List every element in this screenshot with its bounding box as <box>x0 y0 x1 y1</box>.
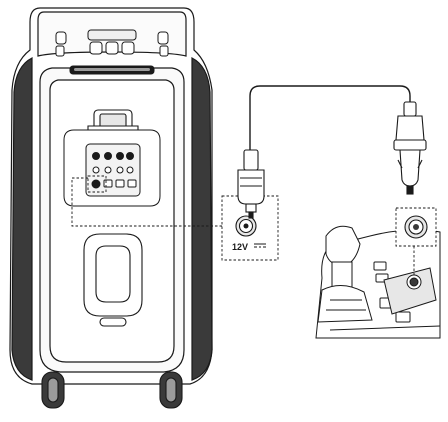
console-tray <box>383 267 437 315</box>
car-console <box>315 225 441 339</box>
console-switch-4 <box>395 311 411 323</box>
wheel-left-hub <box>47 377 59 403</box>
callout-speaker <box>71 175 222 227</box>
recess-inner <box>95 245 131 303</box>
control-button-2 <box>105 41 119 55</box>
io-port-3 <box>127 179 137 188</box>
dc-plug-strain-relief <box>243 149 259 171</box>
io-jack-2 <box>104 152 112 160</box>
io-jack-6 <box>104 166 112 174</box>
io-jack-8 <box>126 166 134 174</box>
right-side-grille <box>191 57 213 381</box>
top-control-panel <box>55 29 169 75</box>
console-switch-1 <box>373 261 387 271</box>
car-socket-pin <box>413 224 419 230</box>
callout-box-small <box>87 175 107 193</box>
control-button-3 <box>121 41 135 55</box>
speaker-wheels <box>41 371 183 409</box>
car-plug-spring-right <box>417 159 423 169</box>
control-button-tiny-right <box>159 45 169 57</box>
io-port-2 <box>115 179 125 188</box>
io-jack-5 <box>92 166 100 174</box>
power-input-callout: 12V <box>221 195 279 261</box>
power-input-jack <box>91 179 101 189</box>
io-panel <box>63 129 161 207</box>
io-jack-1 <box>92 152 100 160</box>
gear-shift-boot <box>317 285 373 323</box>
power-voltage-label: 12V <box>232 242 248 252</box>
io-port-1 <box>103 179 113 188</box>
console-socket-inner <box>409 277 419 287</box>
car-plug-strain-relief <box>403 101 417 117</box>
dc-plug-body <box>237 169 265 205</box>
control-button-left <box>55 31 67 45</box>
dc-plug-tip <box>245 203 257 213</box>
dc-symbol-icon <box>254 243 266 248</box>
car-plug-spring-left <box>397 159 403 169</box>
lower-handle-recess <box>83 233 143 327</box>
dc-plug-pin <box>248 211 254 219</box>
light-bar-highlight <box>74 68 150 71</box>
control-button-tiny-left <box>55 45 65 57</box>
car-plug-barrel <box>399 149 421 187</box>
cable-wire <box>249 85 411 150</box>
cable-wire-inner <box>252 88 408 150</box>
power-input-socket-pin <box>243 223 249 229</box>
dc-power-cable <box>249 85 411 150</box>
control-button-right <box>157 31 169 45</box>
socket-callout <box>395 207 437 276</box>
car-plug-head <box>395 115 425 141</box>
wheel-right-hub <box>165 377 177 403</box>
dc-plug <box>237 149 265 219</box>
control-strip <box>87 29 137 41</box>
car-plug-collar <box>393 139 427 151</box>
io-jack-7 <box>116 166 124 174</box>
console-edge-line <box>329 325 441 331</box>
car-charger-plug <box>393 101 427 195</box>
brand-badge <box>99 317 127 327</box>
left-side-grille <box>11 57 33 381</box>
control-button-1 <box>89 41 103 55</box>
io-jack-4 <box>126 152 134 160</box>
io-jack-3 <box>116 152 124 160</box>
gear-shift-knob <box>325 225 361 267</box>
car-plug-tip <box>406 185 414 195</box>
